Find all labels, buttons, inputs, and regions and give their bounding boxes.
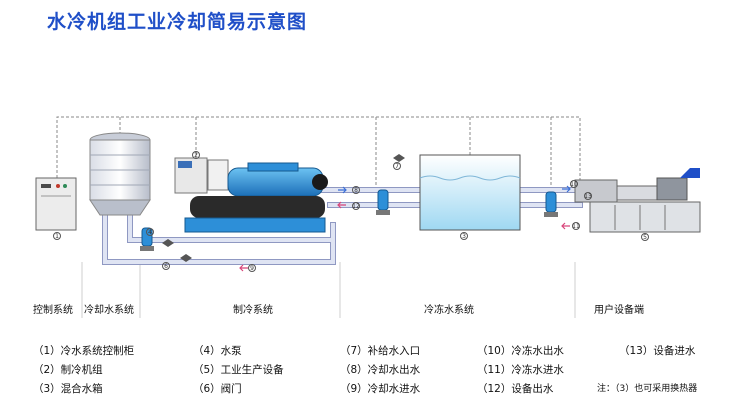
legend-item: （3）混合水箱 bbox=[33, 383, 103, 395]
section-label-user-equipment: 用户设备端 bbox=[594, 305, 644, 316]
svg-text:3: 3 bbox=[462, 233, 466, 240]
svg-text:2: 2 bbox=[194, 152, 198, 159]
section-label-chilled-water: 冷冻水系统 bbox=[424, 305, 474, 316]
svg-text:5: 5 bbox=[643, 234, 647, 241]
legend-item: （10）冷冻水出水 bbox=[477, 345, 564, 357]
callout-7: 7 bbox=[393, 162, 401, 170]
legend-item: （9）冷却水进水 bbox=[340, 383, 421, 395]
legend-item: （4）水泵 bbox=[193, 345, 242, 357]
svg-text:9: 9 bbox=[250, 265, 254, 272]
svg-text:11: 11 bbox=[572, 223, 580, 230]
callout-markers: 1 2 3 4 5 6 7 8 9 10 11 12 13 bbox=[53, 151, 649, 272]
mixing-water-tank bbox=[419, 154, 521, 231]
production-equipment bbox=[574, 168, 701, 233]
section-label-cooling-water: 冷却水系统 bbox=[84, 305, 134, 316]
callout-13: 13 bbox=[584, 192, 592, 200]
callout-12: 12 bbox=[352, 202, 360, 210]
svg-text:12: 12 bbox=[352, 203, 360, 210]
callout-3: 3 bbox=[460, 232, 468, 240]
callout-11: 11 bbox=[572, 222, 580, 230]
callout-6: 6 bbox=[162, 262, 170, 270]
callout-2: 2 bbox=[192, 151, 200, 159]
callout-8: 8 bbox=[352, 186, 360, 194]
pump-user bbox=[544, 191, 558, 217]
legend-item: （1）冷水系统控制柜 bbox=[33, 345, 135, 357]
pump-chilled bbox=[376, 189, 390, 215]
legend-item: （11）冷冻水进水 bbox=[477, 364, 564, 376]
legend-item: （12）设备出水 bbox=[477, 383, 554, 395]
flow-arrows bbox=[239, 185, 571, 272]
legend-item: （5）工业生产设备 bbox=[193, 364, 284, 376]
callout-4: 4 bbox=[146, 228, 154, 236]
section-label-control: 控制系统 bbox=[33, 305, 73, 316]
diagram-title: 水冷机组工业冷却简易示意图 bbox=[47, 11, 308, 33]
callout-10: 10 bbox=[570, 180, 578, 188]
svg-text:10: 10 bbox=[570, 181, 578, 188]
valves bbox=[162, 154, 405, 262]
section-label-refrigeration: 制冷系统 bbox=[233, 305, 273, 316]
legend-item: （7）补给水入口 bbox=[340, 345, 421, 357]
legend-item: （13）设备进水 bbox=[619, 345, 696, 357]
svg-text:6: 6 bbox=[164, 263, 168, 270]
pump-cooling bbox=[140, 227, 154, 251]
svg-text:13: 13 bbox=[584, 193, 592, 200]
legend-item: （6）阀门 bbox=[193, 383, 242, 395]
callout-5: 5 bbox=[641, 233, 649, 241]
svg-text:1: 1 bbox=[55, 233, 59, 240]
svg-text:7: 7 bbox=[395, 163, 399, 170]
legend-item: （2）制冷机组 bbox=[33, 364, 103, 376]
cooling-tower bbox=[89, 132, 151, 216]
control-cabinet bbox=[35, 177, 77, 231]
callout-1: 1 bbox=[53, 232, 61, 240]
svg-text:8: 8 bbox=[354, 187, 358, 194]
chiller-unit bbox=[174, 157, 328, 233]
legend-item: （8）冷却水出水 bbox=[340, 364, 421, 376]
section-dividers bbox=[81, 262, 576, 318]
footnote: 注：（3）也可采用换热器 bbox=[597, 384, 698, 394]
svg-text:4: 4 bbox=[148, 229, 152, 236]
control-wiring bbox=[56, 116, 581, 185]
callout-9: 9 bbox=[248, 264, 256, 272]
